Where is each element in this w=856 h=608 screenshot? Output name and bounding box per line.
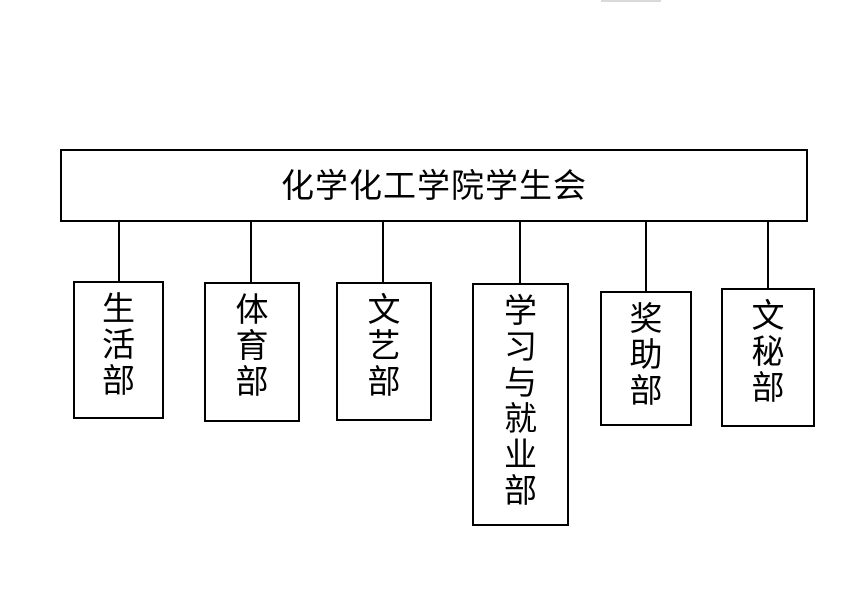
dept-label-6: 文 秘 部 [751, 296, 785, 407]
dept-box-3: 文 艺 部 [336, 282, 432, 421]
dept-label-1: 生 活 部 [102, 289, 135, 400]
dept-label-4: 学 习 与 就 业 部 [504, 291, 537, 510]
connector-line-5 [645, 222, 647, 292]
dept-box-2: 体 育 部 [204, 282, 300, 422]
dept-box-5: 奖 助 部 [600, 291, 692, 426]
dept-label-2: 体 育 部 [235, 290, 269, 401]
dept-label-3: 文 艺 部 [367, 290, 401, 401]
top-edge-marker [601, 0, 661, 2]
dept-box-4: 学 习 与 就 业 部 [472, 283, 569, 526]
dept-label-5: 奖 助 部 [629, 299, 663, 410]
dept-box-1: 生 活 部 [73, 281, 164, 419]
connector-line-4 [519, 222, 521, 284]
dept-box-6: 文 秘 部 [721, 288, 815, 427]
root-node-label: 化学化工学院学生会 [281, 166, 587, 205]
connector-line-2 [250, 222, 252, 283]
root-node-box: 化学化工学院学生会 [60, 149, 808, 222]
connector-line-3 [382, 222, 384, 283]
connector-line-6 [767, 222, 769, 289]
connector-line-1 [118, 222, 120, 282]
